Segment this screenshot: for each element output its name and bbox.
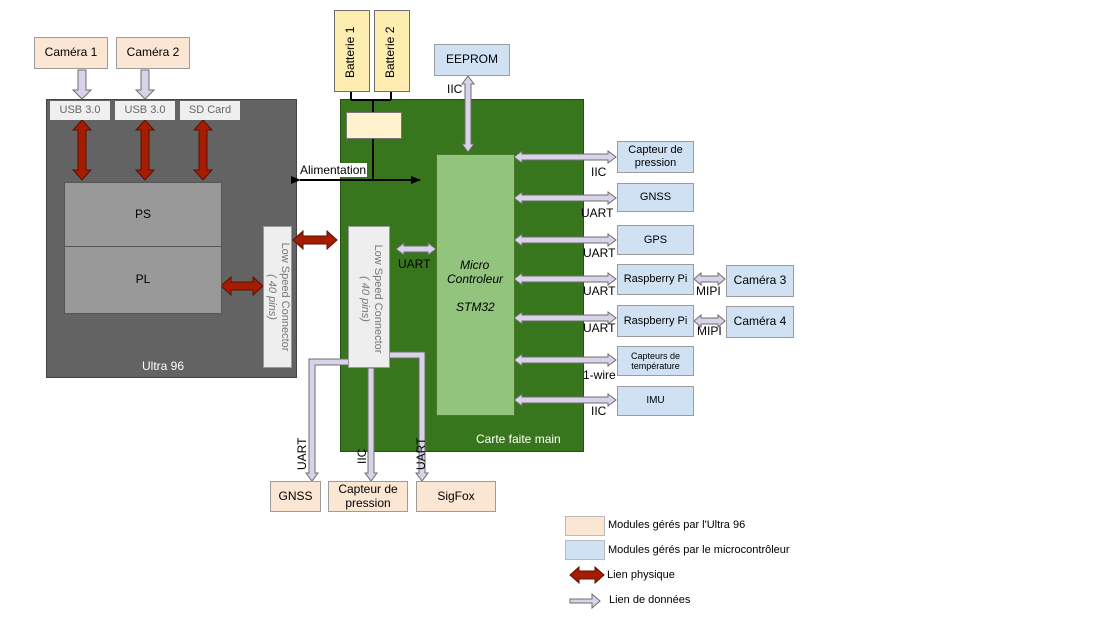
uart-bottom-gnss-label: UART: [295, 437, 309, 470]
power-regulator: [346, 112, 402, 139]
camera2-arrow: [134, 69, 156, 100]
connector-mcu-arrow: [395, 242, 437, 256]
raspberry-pi-2-box: Raspberry Pi: [617, 305, 694, 337]
connector-pressure-arrow: [364, 367, 378, 482]
sd-ps-arrow: [192, 119, 214, 181]
mcu-rpi2-arrow: [513, 311, 617, 325]
battery1-box: [334, 10, 370, 92]
mcu-line3: STM32: [456, 300, 495, 314]
iic-pressure-label: IIC: [591, 165, 607, 179]
bottom-pressure-box: Capteur de pression: [328, 481, 408, 512]
mipi2-label: MIPI: [697, 324, 722, 338]
legend-physical-arrow: [569, 565, 605, 585]
usb1-ps-arrow: [71, 119, 93, 181]
legend-data-arrow: [569, 592, 601, 610]
usb2-ps-arrow: [134, 119, 156, 181]
data-links: [305, 75, 726, 482]
battery2-label: Batterie 2: [383, 26, 397, 78]
pressure-sensor-box: Capteur de pression: [617, 141, 694, 173]
ultra96-title: Ultra 96: [142, 359, 185, 373]
mcu-line1: Micro: [460, 258, 490, 272]
uart-bottom-sigfox-label: UART: [414, 437, 428, 470]
connector-gnss-arrow: [305, 358, 350, 482]
onewire-label: 1-wire: [583, 368, 616, 382]
uart-rpi1-label: UART: [583, 284, 616, 298]
gps-box: GPS: [617, 225, 694, 255]
raspberry-pi-1-box: Raspberry Pi: [617, 264, 694, 295]
legend-ultra96-label: Modules gérés par l'Ultra 96: [608, 519, 746, 531]
uart-gps-label: UART: [583, 246, 616, 260]
mcu-line2: Controleur: [447, 272, 504, 286]
camera3-box: Caméra 3: [726, 265, 794, 297]
connector-connector-arrow: [292, 229, 338, 251]
physical-links: [71, 119, 338, 297]
imu-box: IMU: [617, 386, 694, 416]
gnss-box: GNSS: [617, 183, 694, 212]
uart-rpi2-label: UART: [583, 321, 616, 335]
connector-sigfox-arrow: [388, 351, 429, 482]
iic-bottom-pressure-label: IIC: [355, 448, 369, 464]
rpi2-camera4-arrow: [693, 313, 726, 329]
camera1-arrow: [71, 69, 93, 100]
uart-gnss-label: UART: [581, 206, 614, 220]
bottom-gnss-box: GNSS: [270, 481, 321, 512]
board-connector-label: Low Speed Connector ( 40 pins): [359, 244, 384, 354]
mipi1-label: MIPI: [696, 284, 721, 298]
mcu-temp-arrow: [513, 353, 617, 367]
legend-physical-label: Lien physique: [607, 569, 675, 581]
camera1-box: Caméra 1: [34, 37, 108, 69]
mcu-imu-arrow: [513, 393, 617, 407]
legend-ultra96-swatch: [565, 516, 605, 536]
battery2-box: [374, 10, 410, 92]
power-label: Alimentation: [299, 163, 368, 177]
iic-eeprom-label: IIC: [447, 82, 463, 96]
rpi1-camera3-arrow: [693, 271, 726, 287]
ultra96-connector: [263, 226, 292, 368]
mcu-rpi1-arrow: [513, 272, 617, 286]
battery-wiring: [350, 90, 392, 180]
mcu-pressure-arrow: [513, 150, 617, 164]
usb2-port: USB 3.0: [115, 101, 175, 120]
sd-card-port: SD Card: [180, 101, 240, 120]
temperature-sensors-box: Capteurs de température: [617, 346, 694, 376]
board-connector: [348, 226, 390, 368]
mcu-gps-arrow: [513, 233, 617, 247]
battery1-label: Batterie 1: [343, 26, 357, 78]
mcu-gnss-arrow: [513, 191, 617, 205]
ps-block: PS: [64, 182, 222, 247]
sigfox-box: SigFox: [416, 481, 496, 512]
mcu-block: [436, 154, 515, 416]
legend-data-label: Lien de données: [609, 594, 691, 606]
uart-mcu-label: UART: [398, 257, 431, 271]
pl-connector-arrow: [220, 275, 264, 297]
ultra96-connector-label: Low Speed Connector ( 40 pins): [266, 242, 291, 352]
legend-mcu-swatch: [565, 540, 605, 560]
camera4-box: Caméra 4: [726, 306, 794, 338]
legend-mcu-label: Modules gérés par le microcontrôleur: [608, 544, 790, 556]
pl-block: PL: [64, 246, 222, 314]
eeprom-mcu-arrow: [461, 75, 475, 153]
custom-board-title: Carte faite main: [476, 432, 561, 446]
eeprom-box: EEPROM: [434, 44, 510, 76]
iic-imu-label: IIC: [591, 404, 607, 418]
usb1-port: USB 3.0: [50, 101, 110, 120]
camera2-box: Caméra 2: [116, 37, 190, 69]
